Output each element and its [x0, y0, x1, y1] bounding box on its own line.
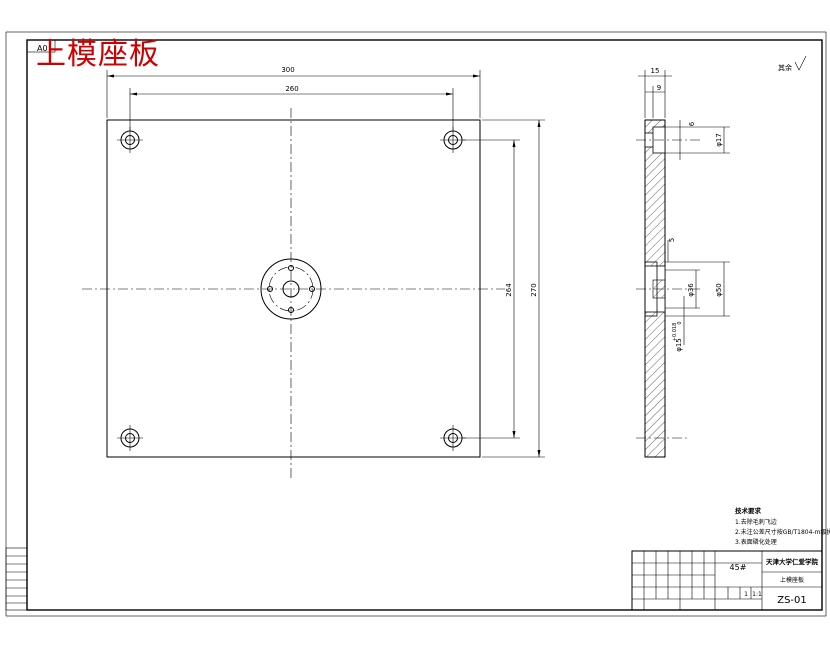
dim-width-holes [129, 88, 454, 130]
title-block [631, 550, 823, 611]
tech-req-line-2: 2.未注公差尺寸按GB/T1804-m级执行 [735, 528, 830, 536]
drawing-title: 上模座板 [36, 37, 160, 72]
scale-label: 1:1 [752, 591, 762, 598]
dim-width-outer [106, 70, 481, 118]
center-boss [260, 258, 322, 320]
dim-tol-zero-label: 0 [677, 321, 683, 324]
dim-height-holes [462, 139, 520, 439]
dim-boss-d-label: φ50 [715, 283, 723, 297]
dim-thk-total [638, 70, 672, 118]
dim-width-outer-label: 300 [281, 66, 294, 74]
sheet-outer-border [5, 31, 827, 617]
tech-req-heading: 技术要求 [735, 506, 762, 515]
dim-width-holes-label: 260 [285, 85, 298, 93]
part-name-label: 上模座板 [780, 576, 804, 584]
revision-strip [5, 547, 28, 611]
dim-thk-step-label: 9 [657, 84, 661, 92]
dim-pilot-d-label: φ15 [675, 338, 683, 352]
dim-height-holes-label: 264 [505, 283, 513, 297]
section-view [636, 119, 700, 458]
corner-hole-top-left [117, 127, 143, 153]
sheet-size-tag: A0 [37, 44, 48, 53]
dim-thk-step [645, 86, 665, 118]
corner-hole-bottom-left [117, 425, 143, 451]
qty-label: 1 [744, 591, 748, 598]
dim-height-outer [482, 119, 545, 458]
sheet-inner-border [26, 39, 823, 611]
dim-hole-d-label: φ17 [715, 133, 723, 147]
plate-outline [106, 119, 481, 458]
school-label: 天津大学仁爱学院 [766, 557, 819, 566]
roughness-note: 其余 [778, 63, 792, 72]
tech-req-line-1: 1.去除毛刺飞边 [735, 518, 777, 526]
dim-step-depth-label: 5 [668, 238, 676, 242]
corner-hole-bottom-right [440, 425, 466, 451]
dim-hole-section [665, 120, 730, 160]
dim-tol-plus-label: +0.018 [672, 323, 678, 342]
sheet-tag-box [26, 39, 56, 53]
dim-height-outer-label: 270 [530, 283, 538, 296]
dim-small-depth-label: 6 [688, 121, 696, 126]
roughness-symbol [794, 55, 807, 71]
dim-bore-d-label: φ36 [687, 283, 695, 297]
tech-req-line-3: 3.表面磷化处理 [735, 538, 777, 546]
dim-bore-section [665, 240, 730, 345]
drawing-no-label: ZS-01 [777, 595, 807, 606]
dim-thk-total-label: 15 [651, 67, 660, 75]
material-label: 45# [730, 563, 747, 572]
